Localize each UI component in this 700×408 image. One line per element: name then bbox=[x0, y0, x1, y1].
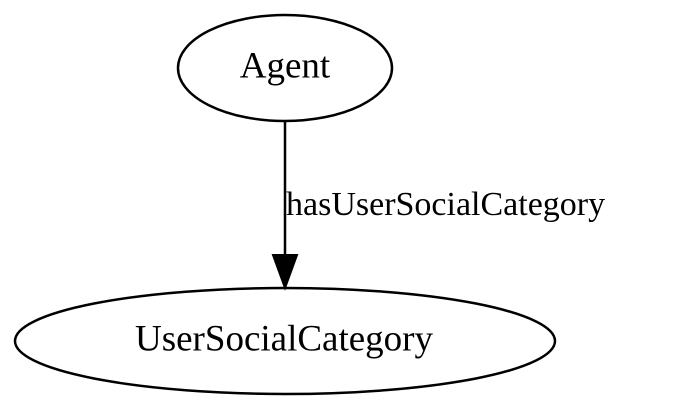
edge-label: hasUserSocialCategory bbox=[286, 186, 605, 223]
node-agent: Agent bbox=[176, 13, 394, 123]
node-user-social-category-label: UserSocialCategory bbox=[135, 318, 433, 359]
node-agent-label: Agent bbox=[240, 45, 331, 86]
node-user-social-category: UserSocialCategory bbox=[13, 286, 557, 396]
arrow-head bbox=[271, 254, 299, 291]
node-user-social-category-ellipse bbox=[13, 286, 557, 396]
edge-has-user-social-category: hasUserSocialCategory bbox=[271, 121, 605, 291]
